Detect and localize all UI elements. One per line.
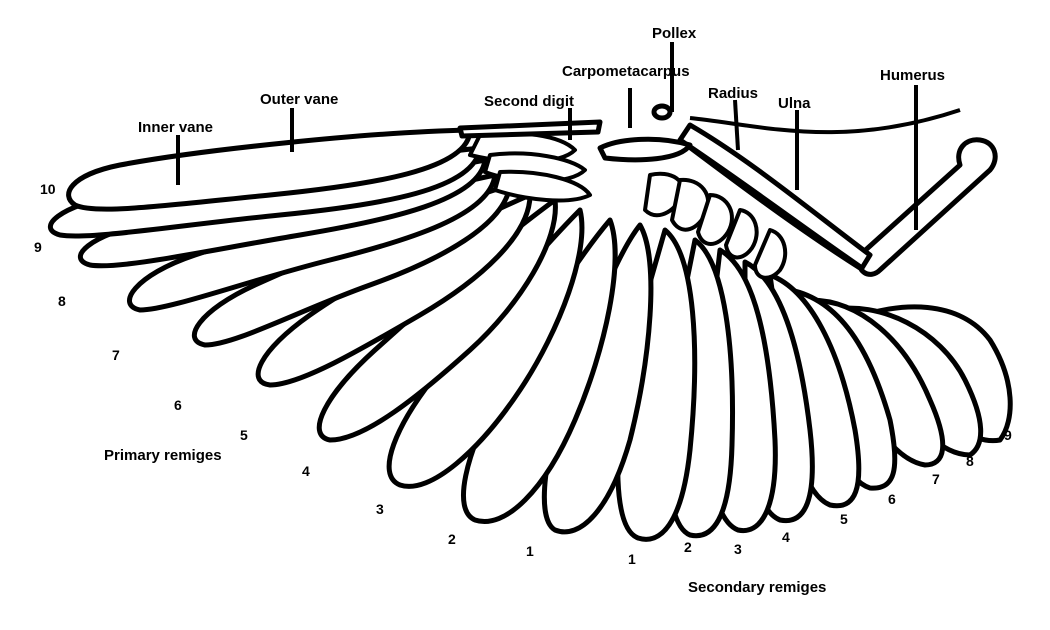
label-second-digit: Second digit (484, 94, 574, 109)
label-radius: Radius (708, 86, 758, 101)
label-humerus: Humerus (880, 68, 945, 83)
label-pollex: Pollex (652, 26, 696, 41)
secondary-number-2: 2 (684, 540, 692, 554)
secondary-number-5: 5 (840, 512, 848, 526)
secondary-number-6: 6 (888, 492, 896, 506)
primary-number-3: 3 (376, 502, 384, 516)
secondary-feathers (618, 230, 1011, 539)
label-secondary-remiges: Secondary remiges (688, 580, 826, 595)
pollex-bone (654, 106, 670, 118)
secondary-number-3: 3 (734, 542, 742, 556)
label-ulna: Ulna (778, 96, 811, 111)
primary-number-9: 9 (34, 240, 42, 254)
primary-number-10: 10 (40, 182, 56, 196)
primary-number-1: 1 (526, 544, 534, 558)
primary-number-4: 4 (302, 464, 310, 478)
carpometacarpus-bone (600, 139, 690, 160)
covert (755, 230, 785, 278)
primary-number-2: 2 (448, 532, 456, 546)
label-carpometacarpus: Carpometacarpus (562, 64, 690, 79)
secondary-number-4: 4 (782, 530, 790, 544)
primary-number-7: 7 (112, 348, 120, 362)
secondary-number-7: 7 (932, 472, 940, 486)
primary-number-8: 8 (58, 294, 66, 308)
label-inner-vane: Inner vane (138, 120, 213, 135)
label-outer-vane: Outer vane (260, 92, 338, 107)
primary-number-6: 6 (174, 398, 182, 412)
label-primary-remiges: Primary remiges (104, 448, 222, 463)
primary-number-5: 5 (240, 428, 248, 442)
second-digit-bone (460, 122, 600, 136)
humerus-bone (859, 140, 995, 275)
secondary-number-8: 8 (966, 454, 974, 468)
secondary-number-9: 9 (1004, 428, 1012, 442)
secondary-number-1: 1 (628, 552, 636, 566)
